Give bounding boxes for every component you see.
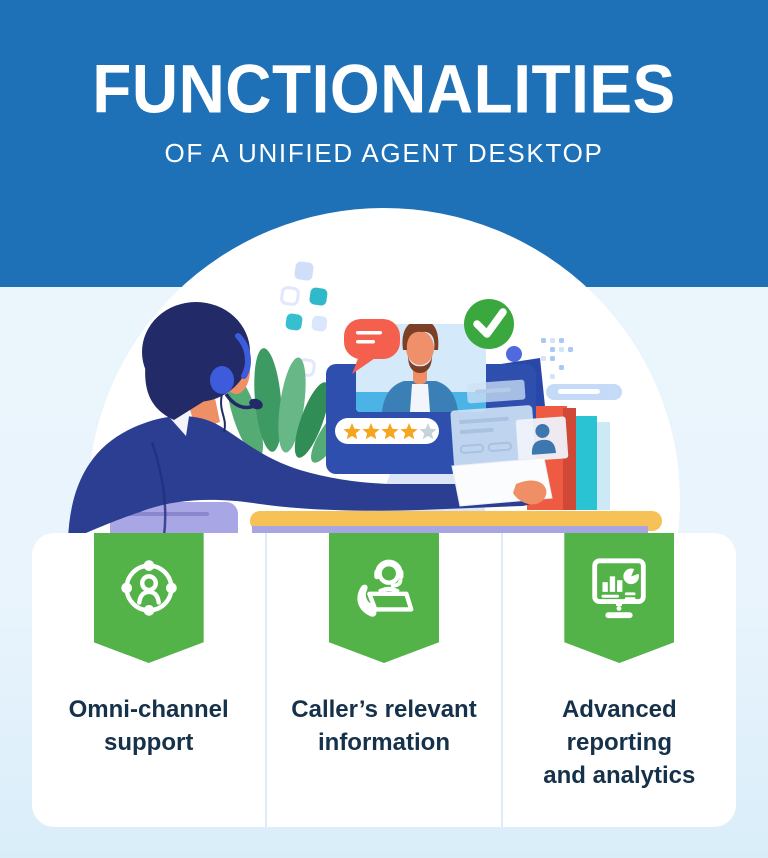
card-label: Omni-channel support [68,696,229,756]
page-subtitle: OF A UNIFIED AGENT DESKTOP [164,138,604,168]
ui-panels [450,379,536,469]
blue-dot-decoration [506,346,522,362]
floating-squares-decoration [280,261,328,377]
card-label: Advanced reporting and analytics [543,696,696,789]
star-filled-icon [362,423,380,440]
headset-earcup [210,366,234,394]
feature-card-caller-info: Caller’s relevant information [267,533,501,827]
hero-illustration [68,208,680,540]
pill-line-decoration [546,384,622,400]
dot-grid-decoration [541,338,573,379]
speech-bubble-icon [344,319,400,374]
page-title: FUNCTIONALITIES [92,50,676,128]
card-label: Caller’s relevant information [291,696,477,756]
ribbon-badge [564,533,675,663]
rating-stars [335,418,439,444]
agent-body [68,416,537,540]
star-filled-icon [381,423,399,440]
feature-card-analytics: Advanced reporting and analytics [502,533,736,827]
analytics-icon [592,558,647,619]
ribbon-badge [93,533,204,663]
person-silhouette-icon [535,423,550,438]
ribbon-badge [328,533,439,663]
star-filled-icon [400,423,418,440]
caller-portrait [356,324,486,412]
caller-info-icon [357,559,414,617]
omni-channel-icon [120,560,177,616]
agent-hand [513,480,547,505]
contact-card [515,416,569,462]
agent [68,302,537,540]
star-empty-icon [419,423,437,440]
feature-cards: Omni-channel support Caller’s relevant i… [32,533,736,827]
headset-band [235,333,251,379]
star-filled-icon [343,423,361,440]
feature-card-omni-channel: Omni-channel support [32,533,266,827]
check-badge-icon [464,299,514,349]
